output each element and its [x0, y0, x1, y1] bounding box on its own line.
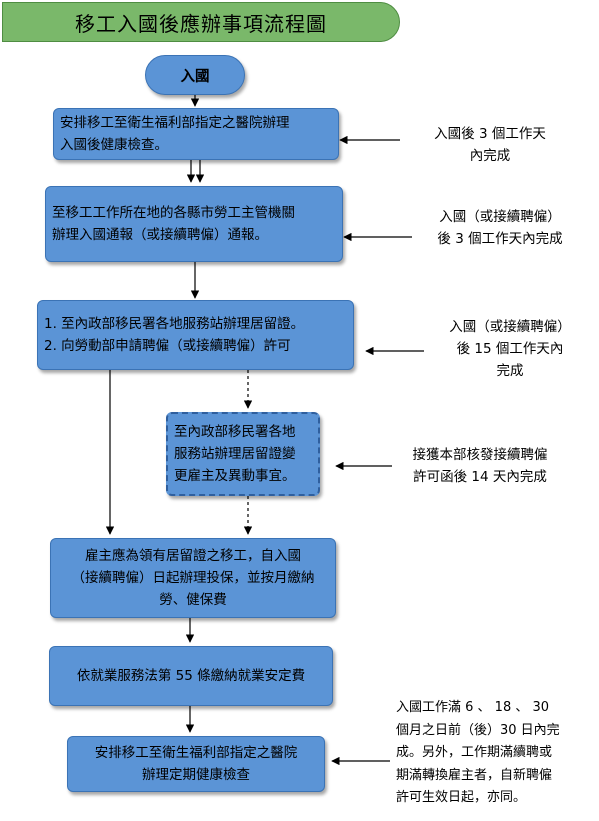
note-1-line-2: 內完成	[469, 148, 511, 164]
step-5-line-2: （接續聘僱）日起辦理投保，並按月繳納	[71, 570, 315, 586]
note-5-line-3: 成。另外，工作期滿續聘或	[396, 745, 553, 760]
note-5: 入國工作滿 6 、 18 、 30 個月之日前（後）30 日內完 成。另外，工作…	[396, 697, 596, 810]
step-6-line-1: 依就業服務法第 55 條繳納就業安定費	[76, 668, 306, 684]
diagram-title: 移工入國後應辦事項流程圖	[2, 2, 400, 42]
note-4-line-1: 接獲本部核發接續聘僱	[412, 447, 548, 463]
step-7-line-1: 安排移工至衛生福利部指定之醫院	[94, 745, 298, 761]
step-4-line-1: 至內政部移民署各地	[174, 424, 296, 440]
step-1-line-1: 安排移工至衛生福利部指定之醫院辦理	[60, 115, 290, 131]
note-4: 接獲本部核發接續聘僱 許可函後 14 天內完成	[394, 444, 566, 488]
note-2: 入國（或接續聘僱） 後 3 個工作天內完成	[414, 206, 586, 250]
step-7-line-2: 辦理定期健康檢查	[142, 767, 250, 783]
note-5-line-1: 入國工作滿 6 、 18 、 30	[396, 700, 550, 715]
note-1: 入國後 3 個工作天 內完成	[406, 123, 574, 167]
note-5-line-5: 許可生效日起，亦同。	[396, 790, 527, 805]
note-5-line-2: 個月之日前（後）30 日內完	[396, 722, 560, 738]
note-4-line-2: 許可函後 14 天內完成	[413, 469, 547, 485]
step-2-box: 至移工工作所在地的各縣市勞工主管機關 辦理入國通報（或接續聘僱）通報。	[45, 186, 343, 262]
step-4-line-2: 服務站辦理居留證變	[174, 446, 296, 462]
step-2-line-2: 辦理入國通報（或接續聘僱）通報。	[52, 227, 268, 243]
start-node: 入國	[145, 55, 245, 95]
note-3: 入國（或接續聘僱） 後 15 個工作天內 完成	[428, 316, 592, 382]
note-3-line-2: 後 15 個工作天內	[456, 341, 564, 357]
step-3-line-1: 1. 至內政部移民署各地服務站辦理居留證。	[44, 316, 305, 332]
note-2-line-2: 後 3 個工作天內完成	[437, 231, 563, 247]
step-7-box: 安排移工至衛生福利部指定之醫院 辦理定期健康檢查	[67, 736, 325, 792]
note-5-line-4: 期滿轉換雇主者，自新聘僱	[396, 767, 553, 783]
step-4-box: 至內政部移民署各地 服務站辦理居留證變 更雇主及異動事宜。	[166, 412, 320, 496]
step-4-line-3: 更雇主及異動事宜。	[174, 468, 296, 484]
step-1-line-2: 入國後健康檢查。	[60, 137, 168, 153]
step-5-line-1: 雇主應為領有居留證之移工，自入國	[85, 548, 301, 564]
step-2-line-1: 至移工工作所在地的各縣市勞工主管機關	[52, 205, 295, 221]
note-3-line-1: 入國（或接續聘僱）	[449, 319, 571, 335]
step-5-line-3: 勞、健保費	[159, 592, 227, 608]
step-3-line-2: 2. 向勞動部申請聘僱（或接續聘僱）許可	[44, 338, 291, 354]
step-1-box: 安排移工至衛生福利部指定之醫院辦理 入國後健康檢查。	[53, 108, 339, 160]
step-3-box: 1. 至內政部移民署各地服務站辦理居留證。 2. 向勞動部申請聘僱（或接續聘僱）…	[37, 300, 354, 370]
step-5-box: 雇主應為領有居留證之移工，自入國 （接續聘僱）日起辦理投保，並按月繳納 勞、健保…	[50, 538, 336, 618]
note-3-line-3: 完成	[496, 363, 524, 379]
step-6-box: 依就業服務法第 55 條繳納就業安定費	[49, 646, 333, 706]
note-2-line-1: 入國（或接續聘僱）	[439, 209, 561, 225]
note-1-line-1: 入國後 3 個工作天	[434, 126, 546, 142]
